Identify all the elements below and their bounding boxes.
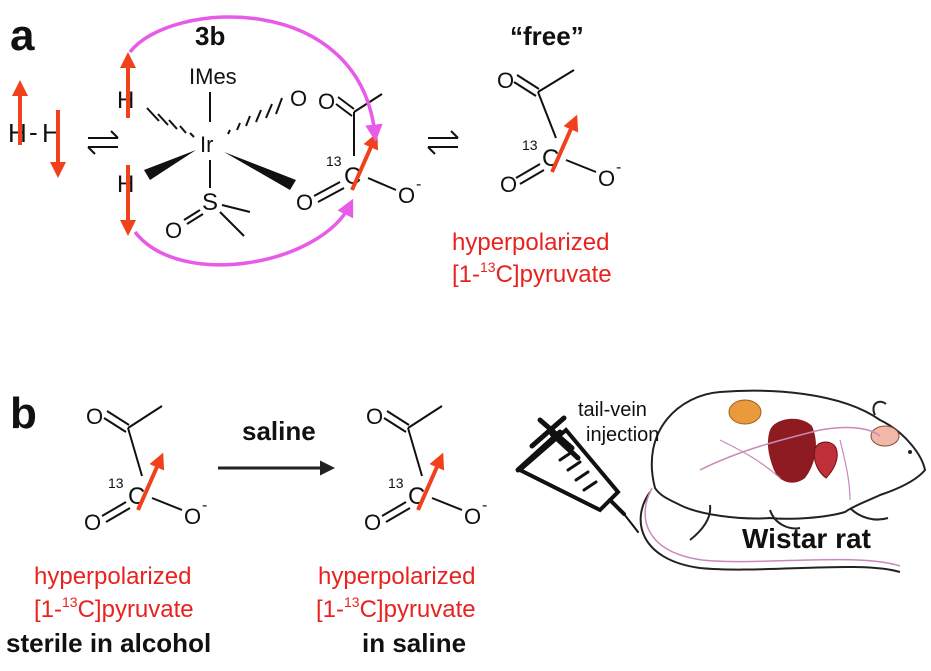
complex-label: 3b	[195, 21, 225, 51]
bound-pyruvate-iso: 13	[326, 153, 342, 169]
pyruvate-in-alcohol: O 13 C O O -	[84, 404, 207, 535]
injection-label-line1: tail-vein	[578, 399, 647, 421]
right-caption-condition: in saline	[362, 628, 466, 658]
free-pyruvate-o-top: O	[497, 68, 514, 93]
left-caption-pyruvate: [1-13C]pyruvate	[34, 594, 194, 623]
kidney-organ	[728, 399, 762, 425]
left-pyruvate-o-bottom: O	[84, 510, 101, 535]
heart-organ	[813, 441, 838, 479]
dihydrogen: H - H	[8, 80, 66, 178]
panel-b: b O 13 C O O - saline O 13	[6, 389, 927, 658]
right-pyruvate-o-minus: O	[464, 504, 481, 529]
caption-hyperpolarized: hyperpolarized	[452, 229, 609, 256]
equilibrium-arrows-icon	[427, 130, 459, 155]
free-pyruvate-charge: -	[616, 159, 621, 176]
right-caption-pyruvate: [1-13C]pyruvate	[316, 594, 476, 623]
panel-a: a 3b “free” H - H IMes Ir	[8, 11, 621, 288]
equilibrium-arrows-icon	[87, 130, 119, 155]
h2-left-atom: H	[8, 118, 27, 148]
left-pyruvate-o-top: O	[86, 404, 103, 429]
iridium-atom: Ir	[200, 132, 213, 157]
polarization-transfer-arrow-icon	[133, 198, 354, 267]
imes-ligand: IMes	[189, 64, 237, 89]
animal-label: Wistar rat	[742, 523, 871, 554]
free-pyruvate-o-minus: O	[598, 166, 615, 191]
polarization-transfer-arrow-icon	[128, 15, 383, 142]
spin-arrow-icon	[350, 132, 379, 191]
h2-bond: -	[29, 117, 38, 147]
sulfur-atom: S	[202, 189, 218, 216]
free-pyruvate-iso: 13	[522, 137, 538, 153]
iridium-complex: IMes Ir H H	[117, 52, 307, 243]
free-pyruvate-o-bottom: O	[500, 172, 517, 197]
bound-pyruvate: O 13 C O O -	[296, 89, 421, 215]
caption-pyruvate: [1-13C]pyruvate	[452, 259, 612, 288]
oxygen-bound: O	[290, 86, 307, 111]
spin-arrow-icon	[136, 452, 165, 511]
wistar-rat-illustration	[639, 389, 927, 573]
free-label: “free”	[510, 21, 584, 51]
bound-pyruvate-charge: -	[416, 176, 421, 193]
syringe-icon	[515, 415, 639, 533]
left-pyruvate-o-minus: O	[184, 504, 201, 529]
panel-b-label: b	[10, 389, 37, 438]
brain-organ	[870, 425, 900, 447]
sulfoxide-oxygen: O	[165, 218, 182, 243]
spin-arrow-icon	[550, 114, 579, 173]
left-caption-hyperpolarized: hyperpolarized	[34, 563, 191, 590]
right-pyruvate-o-bottom: O	[364, 510, 381, 535]
bound-pyruvate-o-bottom: O	[296, 190, 313, 215]
injection-label-line2: injection	[586, 424, 659, 446]
reaction-label: saline	[242, 416, 316, 446]
panel-a-label: a	[10, 11, 35, 60]
hydride-upper: H	[117, 87, 134, 114]
free-pyruvate: O 13 C O O -	[497, 68, 621, 197]
left-caption-condition: sterile in alcohol	[6, 628, 211, 658]
pyruvate-in-saline: O 13 C O O -	[364, 404, 487, 535]
hydride-lower: H	[117, 171, 134, 198]
right-pyruvate-o-top: O	[366, 404, 383, 429]
left-pyruvate-iso: 13	[108, 475, 124, 491]
bound-pyruvate-o-minus: O	[398, 183, 415, 208]
left-pyruvate-charge: -	[202, 497, 207, 514]
spin-arrow-icon	[416, 452, 445, 511]
right-pyruvate-charge: -	[482, 497, 487, 514]
right-caption-hyperpolarized: hyperpolarized	[318, 563, 475, 590]
bound-pyruvate-o-top: O	[318, 89, 335, 114]
right-pyruvate-iso: 13	[388, 475, 404, 491]
